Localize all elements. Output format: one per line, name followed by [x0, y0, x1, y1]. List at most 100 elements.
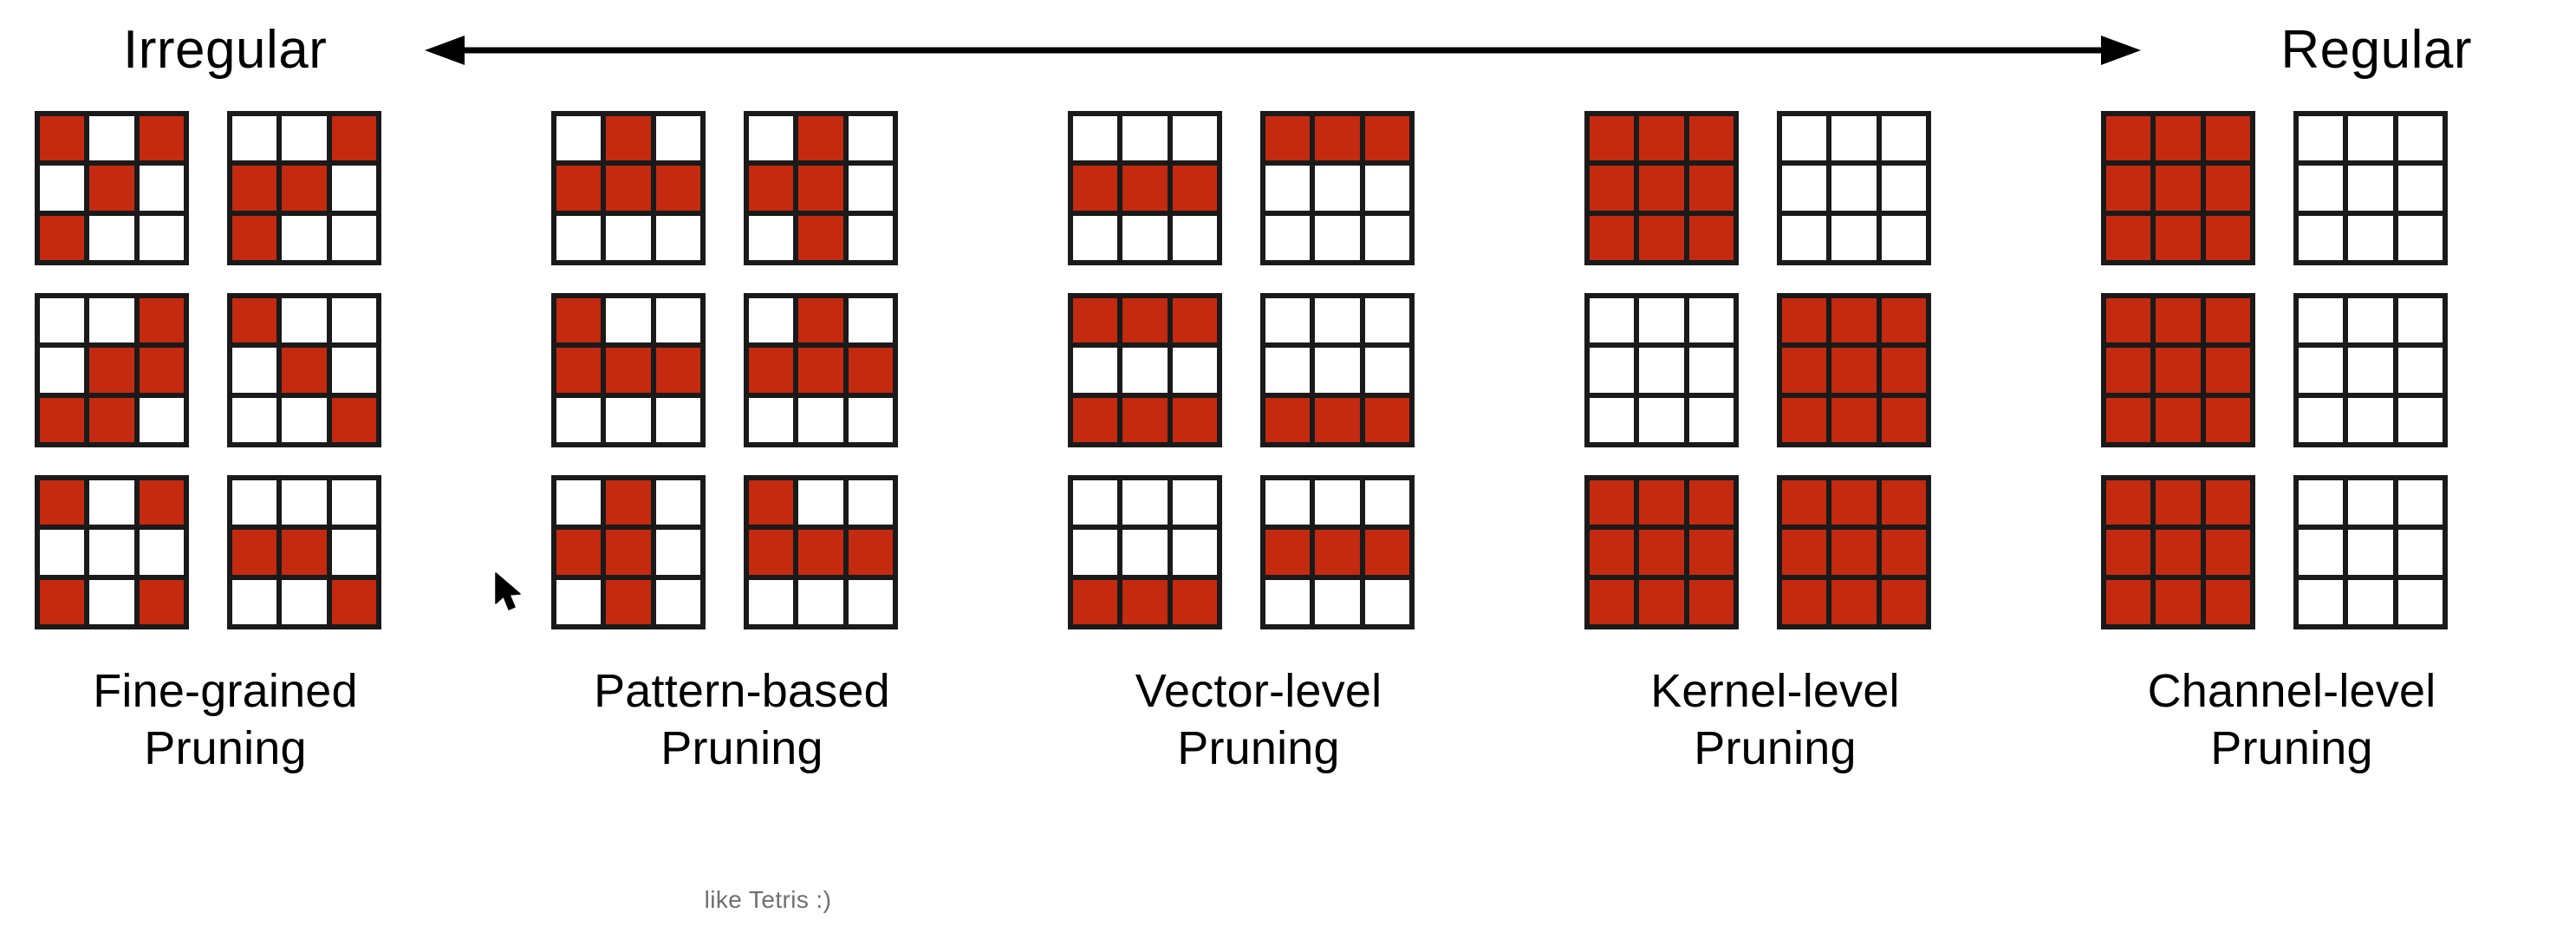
weight-cell-pruned[interactable]: [1831, 480, 1877, 525]
weight-cell-kept[interactable]: [282, 579, 327, 624]
weight-cell-pruned[interactable]: [606, 480, 651, 525]
weight-grid[interactable]: [35, 111, 189, 265]
weight-cell-kept[interactable]: [1364, 348, 1409, 393]
weight-cell-kept[interactable]: [1073, 530, 1118, 575]
weight-cell-pruned[interactable]: [1782, 397, 1827, 442]
weight-cell-pruned[interactable]: [1688, 530, 1734, 575]
weight-cell-kept[interactable]: [1590, 397, 1635, 442]
weight-cell-pruned[interactable]: [1831, 298, 1877, 343]
weight-cell-pruned[interactable]: [2106, 298, 2151, 343]
weight-cell-pruned[interactable]: [1315, 397, 1360, 442]
weight-cell-pruned[interactable]: [1881, 298, 1926, 343]
weight-cell-kept[interactable]: [1122, 215, 1168, 260]
weight-cell-kept[interactable]: [606, 298, 651, 343]
weight-grid[interactable]: [1260, 475, 1415, 629]
weight-cell-kept[interactable]: [2348, 530, 2393, 575]
weight-cell-kept[interactable]: [2348, 298, 2393, 343]
weight-cell-pruned[interactable]: [2106, 166, 2151, 211]
weight-cell-pruned[interactable]: [2205, 480, 2250, 525]
weight-cell-pruned[interactable]: [1590, 116, 1635, 161]
weight-cell-pruned[interactable]: [655, 348, 700, 393]
weight-cell-kept[interactable]: [798, 397, 843, 442]
weight-grid[interactable]: [1068, 475, 1222, 629]
weight-cell-pruned[interactable]: [2156, 348, 2201, 393]
weight-cell-kept[interactable]: [2397, 480, 2443, 525]
weight-cell-kept[interactable]: [2299, 530, 2344, 575]
weight-cell-pruned[interactable]: [2156, 579, 2201, 624]
weight-cell-pruned[interactable]: [1172, 397, 1217, 442]
weight-cell-kept[interactable]: [1172, 215, 1217, 260]
weight-cell-kept[interactable]: [2299, 397, 2344, 442]
weight-cell-kept[interactable]: [1265, 480, 1311, 525]
weight-cell-kept[interactable]: [232, 397, 277, 442]
weight-cell-kept[interactable]: [1688, 348, 1734, 393]
weight-cell-pruned[interactable]: [2205, 298, 2250, 343]
weight-cell-kept[interactable]: [2397, 215, 2443, 260]
weight-cell-pruned[interactable]: [139, 116, 184, 161]
weight-cell-pruned[interactable]: [1122, 397, 1168, 442]
weight-cell-pruned[interactable]: [40, 116, 85, 161]
weight-cell-kept[interactable]: [1364, 166, 1409, 211]
weight-cell-kept[interactable]: [848, 579, 893, 624]
weight-cell-pruned[interactable]: [556, 530, 602, 575]
weight-cell-pruned[interactable]: [1364, 530, 1409, 575]
weight-cell-kept[interactable]: [1364, 579, 1409, 624]
weight-cell-pruned[interactable]: [232, 166, 277, 211]
weight-cell-kept[interactable]: [1364, 215, 1409, 260]
weight-cell-kept[interactable]: [89, 116, 134, 161]
weight-cell-kept[interactable]: [232, 348, 277, 393]
weight-cell-kept[interactable]: [1073, 215, 1118, 260]
weight-grid[interactable]: [2293, 475, 2448, 629]
weight-cell-pruned[interactable]: [139, 348, 184, 393]
weight-cell-pruned[interactable]: [2106, 348, 2151, 393]
weight-cell-kept[interactable]: [89, 480, 134, 525]
weight-cell-kept[interactable]: [556, 215, 602, 260]
weight-cell-pruned[interactable]: [1122, 166, 1168, 211]
weight-cell-kept[interactable]: [1073, 116, 1118, 161]
weight-cell-pruned[interactable]: [89, 348, 134, 393]
weight-cell-kept[interactable]: [1881, 116, 1926, 161]
weight-cell-pruned[interactable]: [2106, 397, 2151, 442]
weight-cell-kept[interactable]: [331, 348, 376, 393]
weight-cell-kept[interactable]: [2299, 480, 2344, 525]
weight-cell-kept[interactable]: [1364, 298, 1409, 343]
weight-cell-kept[interactable]: [556, 397, 602, 442]
weight-grid[interactable]: [2101, 475, 2255, 629]
weight-cell-pruned[interactable]: [606, 530, 651, 575]
weight-cell-kept[interactable]: [655, 530, 700, 575]
weight-cell-kept[interactable]: [798, 579, 843, 624]
weight-cell-pruned[interactable]: [1172, 579, 1217, 624]
weight-cell-kept[interactable]: [89, 530, 134, 575]
weight-cell-kept[interactable]: [848, 166, 893, 211]
weight-cell-kept[interactable]: [1265, 298, 1311, 343]
weight-cell-pruned[interactable]: [40, 480, 85, 525]
weight-cell-pruned[interactable]: [1265, 530, 1311, 575]
weight-cell-kept[interactable]: [1688, 298, 1734, 343]
weight-cell-pruned[interactable]: [1073, 298, 1118, 343]
weight-cell-kept[interactable]: [40, 530, 85, 575]
weight-cell-kept[interactable]: [40, 348, 85, 393]
weight-cell-pruned[interactable]: [2156, 298, 2201, 343]
weight-cell-kept[interactable]: [1122, 530, 1168, 575]
weight-cell-kept[interactable]: [331, 530, 376, 575]
weight-cell-pruned[interactable]: [1590, 530, 1635, 575]
weight-cell-kept[interactable]: [1782, 166, 1827, 211]
weight-cell-kept[interactable]: [848, 116, 893, 161]
weight-cell-kept[interactable]: [40, 298, 85, 343]
weight-cell-kept[interactable]: [1782, 116, 1827, 161]
weight-cell-pruned[interactable]: [2156, 166, 2201, 211]
weight-cell-pruned[interactable]: [749, 348, 794, 393]
weight-cell-kept[interactable]: [89, 579, 134, 624]
weight-cell-pruned[interactable]: [2106, 480, 2151, 525]
weight-cell-kept[interactable]: [139, 166, 184, 211]
weight-cell-pruned[interactable]: [282, 530, 327, 575]
weight-cell-kept[interactable]: [1073, 480, 1118, 525]
weight-cell-pruned[interactable]: [40, 215, 85, 260]
weight-cell-kept[interactable]: [2299, 116, 2344, 161]
weight-cell-pruned[interactable]: [1590, 480, 1635, 525]
weight-cell-pruned[interactable]: [1639, 579, 1684, 624]
weight-grid[interactable]: [1584, 475, 1739, 629]
weight-cell-kept[interactable]: [1831, 215, 1877, 260]
weight-cell-pruned[interactable]: [1831, 579, 1877, 624]
weight-cell-pruned[interactable]: [2156, 480, 2201, 525]
